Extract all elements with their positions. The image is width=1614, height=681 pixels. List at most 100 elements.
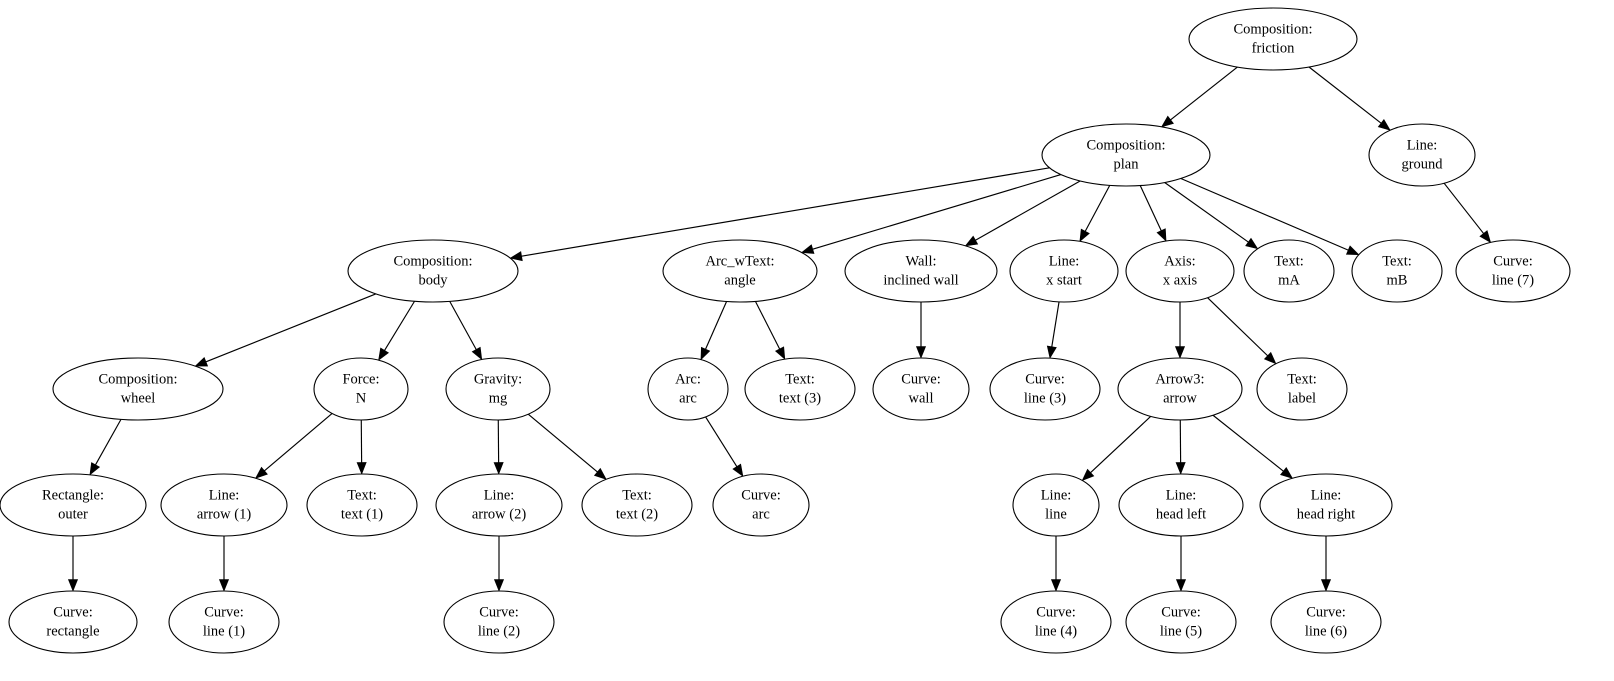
graph-node-label[interactable]: Text:label [1256, 357, 1348, 421]
node-ellipse[interactable] [0, 473, 147, 537]
node-ellipse[interactable] [1009, 239, 1119, 303]
graph-edge [1212, 414, 1284, 472]
graph-node-ground[interactable]: Line:ground [1368, 123, 1476, 187]
edge-arrowhead-icon [700, 346, 711, 361]
graph-node-arrow1[interactable]: Line:arrow (1) [160, 473, 288, 537]
graph-edge [1164, 182, 1249, 243]
graph-node-line3[interactable]: Curve:line (3) [989, 357, 1101, 421]
node-ellipse[interactable] [712, 473, 810, 537]
graph-node-line7[interactable]: Curve:line (7) [1455, 239, 1571, 303]
graph-node-gravity[interactable]: Gravity:mg [445, 357, 551, 421]
graph-node-wheel[interactable]: Composition:wheel [52, 357, 224, 421]
graph-node-mB[interactable]: Text:mB [1351, 239, 1443, 303]
edge-arrowhead-icon [1174, 346, 1186, 359]
edge-arrowhead-icon [509, 251, 523, 262]
edge-arrowhead-icon [1175, 579, 1187, 592]
node-ellipse[interactable] [1041, 123, 1211, 187]
node-ellipse[interactable] [160, 473, 288, 537]
node-ellipse[interactable] [168, 590, 280, 654]
graph-node-arrow2[interactable]: Line:arrow (2) [435, 473, 563, 537]
graph-node-line1[interactable]: Curve:line (1) [168, 590, 280, 654]
graph-node-arrow3[interactable]: Arrow3:arrow [1117, 357, 1243, 421]
node-ellipse[interactable] [1125, 239, 1235, 303]
graph-node-xaxis[interactable]: Axis:x axis [1125, 239, 1235, 303]
graph-node-curverect[interactable]: Curve:rectangle [8, 590, 138, 654]
graph-node-lineline[interactable]: Line:line [1012, 473, 1100, 537]
edge-arrowhead-icon [732, 463, 744, 477]
edge-arrowhead-icon [493, 462, 504, 475]
edge-arrowhead-icon [1081, 468, 1095, 482]
node-ellipse[interactable] [1368, 123, 1476, 187]
node-ellipse[interactable] [435, 473, 563, 537]
edge-arrowhead-icon [1263, 351, 1277, 365]
node-ellipse[interactable] [1000, 590, 1112, 654]
edge-layer [67, 66, 1492, 592]
edge-arrowhead-icon [378, 347, 389, 361]
node-ellipse[interactable] [1351, 239, 1443, 303]
graph-node-line4[interactable]: Curve:line (4) [1000, 590, 1112, 654]
node-ellipse[interactable] [306, 473, 418, 537]
edge-arrowhead-icon [800, 244, 815, 254]
edge-arrowhead-icon [774, 346, 786, 360]
graph-edge [705, 416, 738, 467]
graph-edge [1139, 185, 1162, 231]
edge-arrowhead-icon [89, 462, 101, 476]
node-ellipse[interactable] [989, 357, 1101, 421]
edge-arrowhead-icon [255, 466, 268, 479]
graph-node-text2[interactable]: Text:text (2) [581, 473, 693, 537]
graph-node-curvewall[interactable]: Curve:wall [872, 357, 970, 421]
node-ellipse[interactable] [1118, 473, 1244, 537]
graph-node-friction[interactable]: Composition:friction [1188, 7, 1358, 71]
graph-edge [1180, 177, 1349, 251]
graph-node-line2[interactable]: Curve:line (2) [443, 590, 555, 654]
edge-arrowhead-icon [356, 462, 367, 475]
edge-arrowhead-icon [1160, 115, 1174, 128]
graph-node-plan[interactable]: Composition:plan [1041, 123, 1211, 187]
graph-node-rectouter[interactable]: Rectangle:outer [0, 473, 147, 537]
graph-edge [1051, 301, 1060, 347]
node-ellipse[interactable] [1117, 357, 1243, 421]
node-ellipse[interactable] [581, 473, 693, 537]
node-ellipse[interactable] [1243, 239, 1335, 303]
graph-edge [754, 301, 781, 350]
node-ellipse[interactable] [313, 357, 409, 421]
graph-node-arc[interactable]: Arc:arc [647, 357, 729, 421]
graph-node-line5[interactable]: Curve:line (5) [1125, 590, 1237, 654]
node-ellipse[interactable] [844, 239, 998, 303]
node-ellipse[interactable] [662, 239, 818, 303]
node-ellipse[interactable] [1256, 357, 1348, 421]
node-ellipse[interactable] [1012, 473, 1100, 537]
graph-node-headright[interactable]: Line:head right [1259, 473, 1393, 537]
node-ellipse[interactable] [52, 357, 224, 421]
edge-arrowhead-icon [1345, 245, 1360, 255]
node-ellipse[interactable] [445, 357, 551, 421]
node-ellipse[interactable] [8, 590, 138, 654]
node-ellipse[interactable] [1270, 590, 1382, 654]
node-ellipse[interactable] [872, 357, 970, 421]
node-ellipse[interactable] [443, 590, 555, 654]
graph-node-body[interactable]: Composition:body [347, 239, 519, 303]
graph-node-curvearc[interactable]: Curve:arc [712, 473, 810, 537]
graph-node-text3[interactable]: Text:text (3) [744, 357, 856, 421]
graph-edge [205, 293, 376, 363]
graph-edge [449, 301, 477, 350]
edge-arrowhead-icon [1050, 579, 1062, 592]
graph-node-xstart[interactable]: Line:x start [1009, 239, 1119, 303]
graph-node-wall[interactable]: Wall:inclined wall [844, 239, 998, 303]
graph-node-headleft[interactable]: Line:head left [1118, 473, 1244, 537]
node-ellipse[interactable] [1188, 7, 1358, 71]
graph-node-text1[interactable]: Text:text (1) [306, 473, 418, 537]
node-ellipse[interactable] [744, 357, 856, 421]
graph-node-angle[interactable]: Arc_wText:angle [662, 239, 818, 303]
node-ellipse[interactable] [647, 357, 729, 421]
node-ellipse[interactable] [1455, 239, 1571, 303]
node-ellipse[interactable] [1125, 590, 1237, 654]
graph-node-mA[interactable]: Text:mA [1243, 239, 1335, 303]
node-ellipse[interactable] [347, 239, 519, 303]
edge-arrowhead-icon [493, 579, 505, 592]
node-ellipse[interactable] [1259, 473, 1393, 537]
edge-arrowhead-icon [1175, 462, 1186, 475]
graph-node-forceN[interactable]: Force:N [313, 357, 409, 421]
graph-node-line6[interactable]: Curve:line (6) [1270, 590, 1382, 654]
